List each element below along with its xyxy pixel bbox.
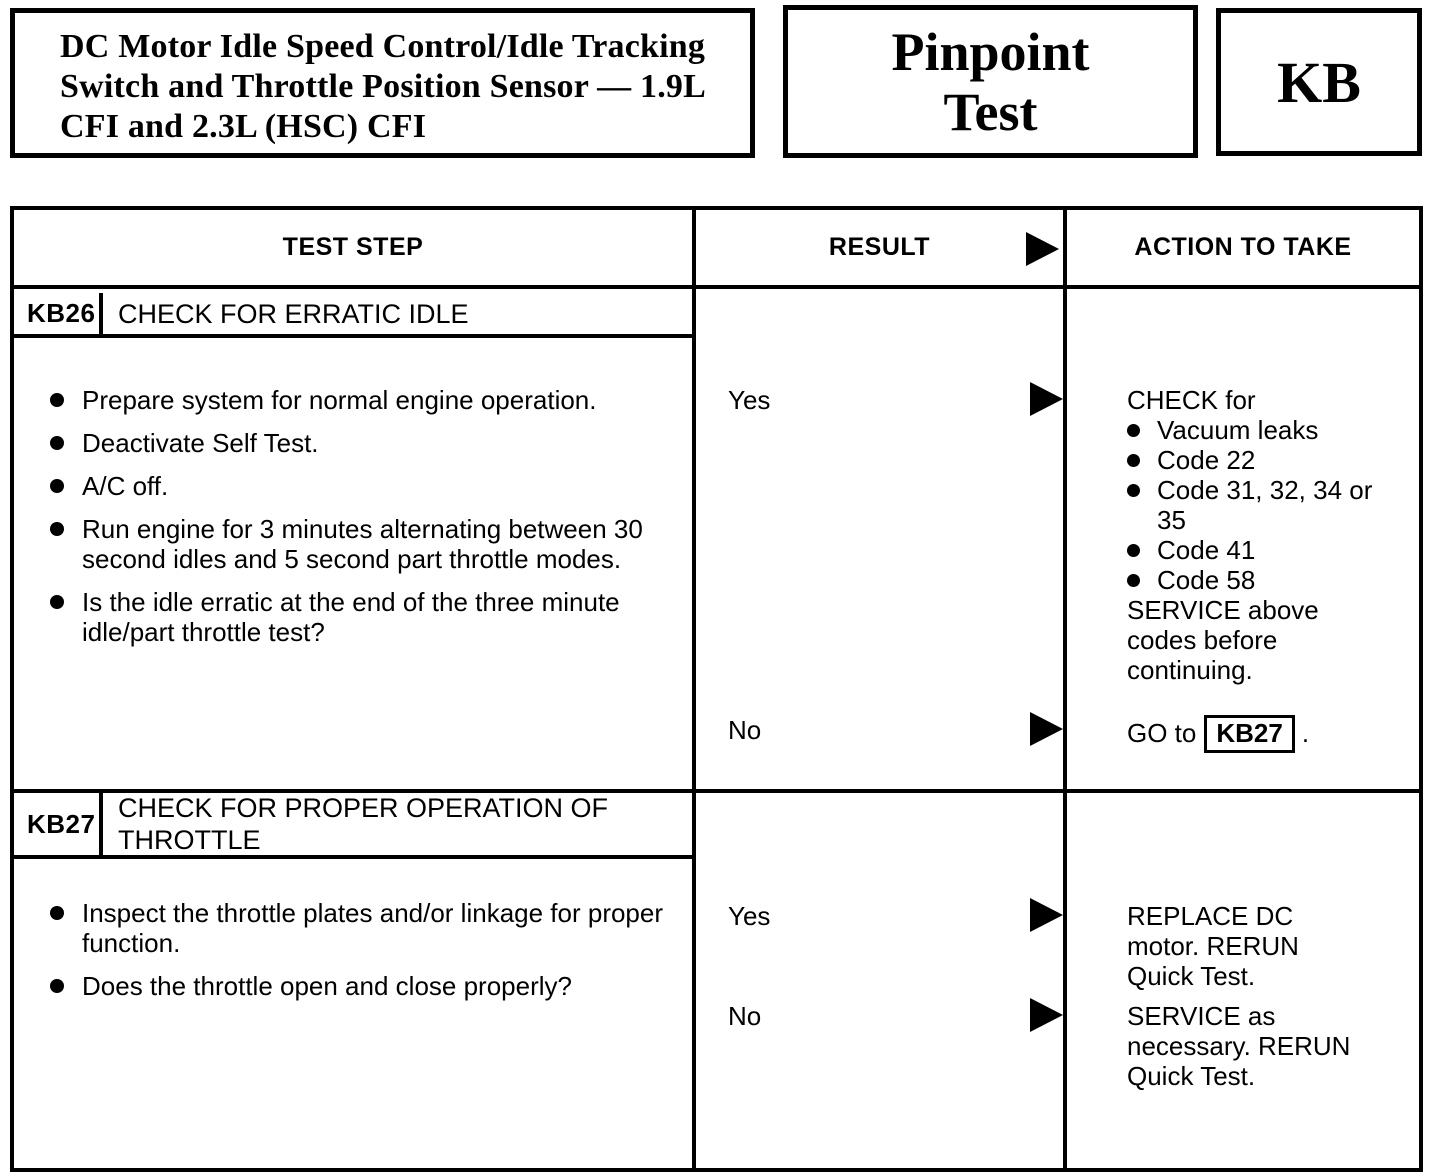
result-arrow-icon — [1030, 898, 1063, 932]
bullet-icon — [50, 393, 64, 407]
list-item: Code 22 — [1127, 445, 1419, 475]
list-item: Prepare system for normal engine operati… — [50, 385, 710, 415]
pinpoint-test-label-line2: Test — [943, 81, 1038, 142]
bullet-icon — [50, 979, 64, 993]
step-reference-kb27: KB27 — [1204, 715, 1295, 753]
section-row-kb27: KB27 CHECK FOR PROPER OPERATION OF THROT… — [14, 793, 692, 859]
bullet-icon — [1127, 574, 1140, 587]
list-item: Vacuum leaks — [1127, 415, 1419, 445]
list-item: Code 58 — [1127, 565, 1419, 595]
bullet-icon — [1127, 544, 1140, 557]
action-outro: SERVICE above codes before continuing. — [1127, 595, 1319, 685]
step-id-badge-kb27: KB27 — [14, 793, 103, 855]
result-arrow-icon — [1030, 712, 1063, 746]
section-divider — [14, 789, 1419, 793]
bullet-icon — [1127, 424, 1140, 437]
action-intro: CHECK for — [1127, 385, 1256, 415]
result-arrow-icon — [1030, 382, 1063, 416]
section-row-kb26: KB26 CHECK FOR ERRATIC IDLE — [14, 293, 692, 338]
bullet-icon — [1127, 454, 1140, 467]
pinpoint-test-box: Pinpoint Test — [783, 5, 1198, 158]
test-code-label: KB — [1277, 49, 1361, 115]
go-to-prefix: GO to — [1127, 718, 1197, 748]
bullet-icon — [50, 595, 64, 609]
list-item: Code 31, 32, 34 or 35 — [1127, 475, 1419, 535]
action-kb26-yes: CHECK for Vacuum leaks Code 22 Code 31, … — [1127, 385, 1419, 685]
list-item: Run engine for 3 minutes alternating bet… — [50, 514, 710, 574]
list-item: Deactivate Self Test. — [50, 428, 710, 458]
test-code-box: KB — [1216, 8, 1422, 156]
result-label-kb27-yes: Yes — [728, 901, 771, 931]
column-header-test-step: TEST STEP — [14, 210, 692, 289]
document-title-box: DC Motor Idle Speed Control/Idle Trackin… — [10, 8, 755, 158]
result-label-kb26-no: No — [728, 715, 762, 745]
bullet-icon — [1127, 484, 1140, 497]
list-item: Does the throttle open and close properl… — [50, 971, 690, 1001]
column-header-action-to-take: ACTION TO TAKE — [1067, 210, 1419, 289]
column-divider-test-step-result — [692, 210, 696, 1168]
action-kb27-no: SERVICE as necessary. RERUN Quick Test. — [1127, 1001, 1351, 1091]
bullet-icon — [50, 522, 64, 536]
section-title-kb26: CHECK FOR ERRATIC IDLE — [118, 298, 469, 329]
bullet-icon — [50, 479, 64, 493]
result-arrow-icon — [1030, 998, 1063, 1032]
document-title: DC Motor Idle Speed Control/Idle Trackin… — [60, 28, 706, 145]
step-id-badge-kb26: KB26 — [14, 293, 103, 334]
test-step-list-kb26: Prepare system for normal engine operati… — [50, 385, 710, 660]
test-step-list-kb27: Inspect the throttle plates and/or linka… — [50, 898, 690, 1014]
list-item: Inspect the throttle plates and/or linka… — [50, 898, 690, 958]
pinpoint-test-table: TEST STEP RESULT ACTION TO TAKE KB26 CHE… — [10, 206, 1423, 1172]
pinpoint-test-label-line1: Pinpoint — [891, 21, 1090, 82]
list-item: Code 41 — [1127, 535, 1419, 565]
result-label-kb27-no: No — [728, 1001, 762, 1031]
bullet-icon — [50, 436, 64, 450]
column-divider-result-action — [1063, 210, 1067, 1168]
go-to-suffix: . — [1301, 718, 1310, 748]
action-kb27-yes: REPLACE DC motor. RERUN Quick Test. — [1127, 901, 1299, 991]
bullet-icon — [50, 906, 64, 920]
list-item: A/C off. — [50, 471, 710, 501]
list-item: Is the idle erratic at the end of the th… — [50, 587, 710, 647]
result-label-kb26-yes: Yes — [728, 385, 771, 415]
section-title-kb27: CHECK FOR PROPER OPERATION OF THROTTLE — [118, 793, 609, 855]
column-header-result: RESULT — [696, 210, 1063, 289]
result-column-arrow-icon — [1026, 232, 1059, 266]
